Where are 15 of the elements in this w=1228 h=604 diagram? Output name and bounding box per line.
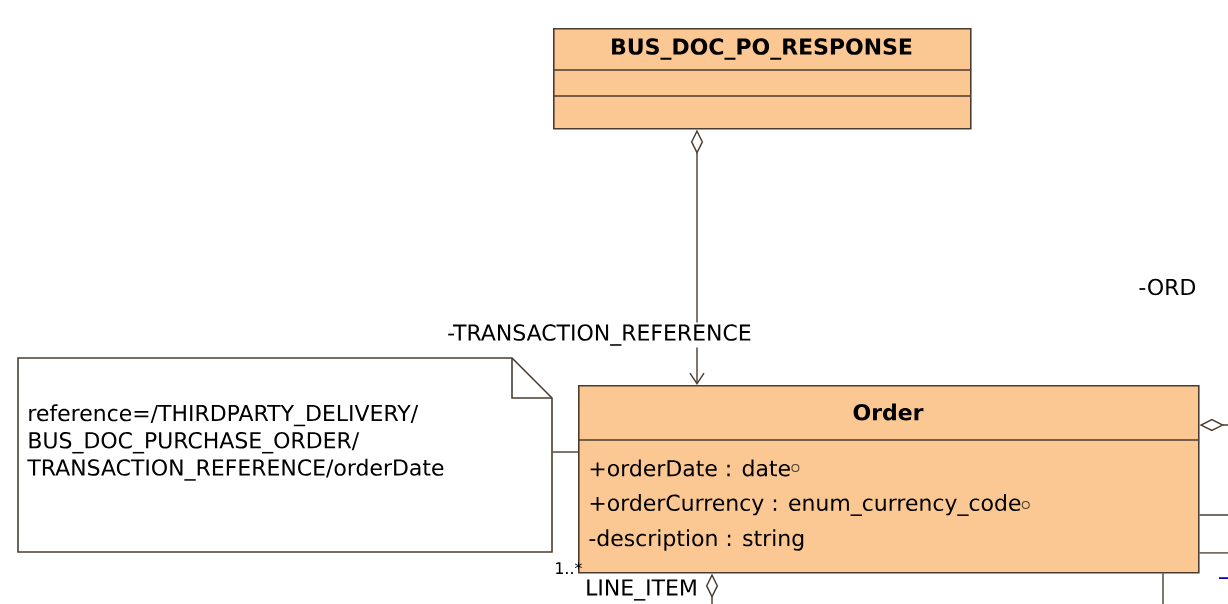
class-box bbox=[552, 28, 972, 130]
attribute-text: +orderDate : date bbox=[590, 459, 790, 477]
connector-line bbox=[1198, 514, 1228, 516]
connector-line bbox=[1162, 572, 1164, 604]
connector-line bbox=[1198, 552, 1228, 554]
attribute-text: +orderCurrency : enum_currency_code bbox=[590, 494, 1021, 516]
edge-label: LINE_ITEM bbox=[583, 577, 700, 603]
class-name: BUS_DOC_PO_RESPONSE bbox=[612, 38, 912, 60]
edge-label: -TRANSACTION_REFERENCE bbox=[445, 322, 754, 348]
note-box bbox=[17, 357, 553, 553]
role-label: -ORD bbox=[1139, 278, 1196, 296]
class-name: Order bbox=[853, 403, 924, 421]
note-text: reference=/THIRDPARTY_DELIVERY/BUS_DOC_PURCHASE_ORDER/TRANSACTION_REFERENCE/orderDate bbox=[27, 404, 444, 481]
connector-line bbox=[552, 451, 579, 453]
attribute-text: -description : string bbox=[589, 529, 804, 551]
